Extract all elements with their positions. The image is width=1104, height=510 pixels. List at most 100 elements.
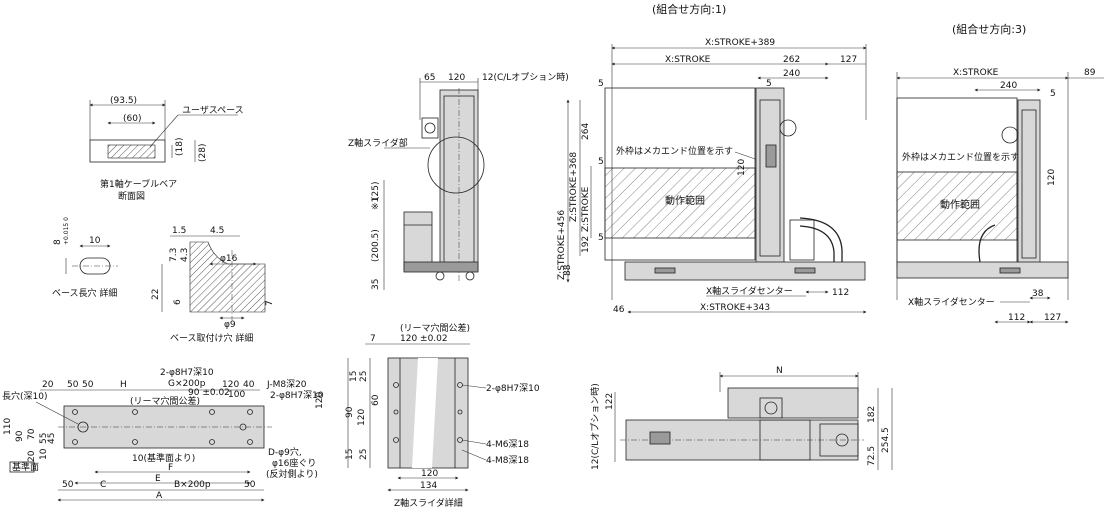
cable-carrier-right (978, 224, 996, 263)
base-hole-caption: ベース取付け穴 詳細 (170, 332, 253, 344)
x-stroke-label: X:STROKE (665, 55, 711, 65)
dim-112-right: 112 (1008, 313, 1025, 323)
dim-5c: 5 (598, 157, 604, 167)
reamer-tol-top: (リーマ穴間公差) (130, 395, 200, 407)
dim-6: 6 (173, 299, 183, 305)
dim-40: 40 (243, 380, 255, 390)
dim-110: 110 (3, 418, 13, 435)
cable-bear-outline (89, 139, 166, 163)
mech-end-note: 外枠はメカエンド位置を示す (616, 145, 733, 157)
dim-4-3: 4.3 (180, 248, 190, 262)
x-axis-base-right (896, 261, 1069, 279)
cable-carrier-front (799, 217, 843, 262)
dim-F: F (168, 463, 173, 473)
dim-120-top: 120 (222, 380, 239, 390)
carriage-top (759, 419, 811, 461)
dim-262: 262 (783, 55, 800, 65)
dim-50a: 50 (67, 380, 79, 390)
base-slot-detail: 10 8 +0.015 0 ベース長穴 詳細 (52, 217, 118, 299)
dim-50d: 50 (244, 480, 256, 490)
dim-20-side: 20 (27, 450, 37, 462)
x-stroke-343: X:STROKE+343 (700, 303, 770, 313)
dim-20: 20 (42, 380, 54, 390)
z-axis-column-right (1017, 99, 1041, 269)
dim-134: 134 (420, 481, 437, 491)
z-stroke-368: Z:STROKE+368 (569, 152, 579, 222)
slot-depth-label: 長穴(深10) (2, 390, 47, 402)
dim-120-side: 120 (315, 392, 325, 409)
dim-88: 88 (563, 264, 573, 276)
counterbore-label: φ16座ぐり (272, 457, 316, 469)
top-view: N 12(C/Lオプション時) 122 182 254.5 72.5 (590, 366, 893, 470)
dim-phi9: φ9 (224, 320, 236, 330)
dim-7-3: 7.3 (169, 248, 179, 262)
z-slider-detail: (リーマ穴間公差) 7 120 ±0.02 15 25 60 90 120 15… (345, 322, 540, 509)
base-top-view: 20 50 50 H 2-φ8H7深10 G×200p (リーマ穴間公差) 90… (2, 367, 325, 502)
dim-70: 70 (27, 428, 37, 440)
dim-7-z: 7 (370, 334, 376, 344)
dim-240: 240 (783, 69, 800, 79)
dim-25a: 25 (359, 371, 369, 382)
base-slot-caption: ベース長穴 詳細 (52, 287, 117, 299)
dim-A: A (156, 491, 163, 501)
dim-5b: 5 (766, 79, 772, 89)
dim-35: 35 (371, 279, 381, 290)
x-stroke-389: X:STROKE+389 (705, 38, 775, 48)
dim-55: 55 (39, 433, 49, 444)
right-view: X:STROKE 89 240 5 動作範囲 外枠はメカエンド位置を示す 120… (896, 68, 1104, 324)
operating-range-hatch (605, 168, 755, 238)
x-axis-base-front (624, 261, 866, 281)
dim-4-5: 4.5 (210, 226, 224, 236)
cl-option-top: 12(C/Lオプション時) (590, 383, 601, 470)
opposite-side-label: (反対側より) (266, 468, 318, 480)
operating-range-hatch-right (897, 172, 1017, 240)
z-slider-label: Z軸スライダ部 (348, 137, 408, 149)
dim-10: 10 (89, 236, 101, 246)
dim-127: 127 (840, 55, 857, 65)
x-slider-center-label: X軸スライダセンター (706, 285, 793, 297)
b-pitch: B×200p (174, 480, 211, 490)
holes-8h7-top: 2-φ8H7深10 (160, 367, 214, 378)
dim-90-z: 90 (345, 406, 355, 418)
z-stroke-label: Z:STROKE (581, 186, 591, 232)
dim-90-side: 90 (15, 430, 25, 442)
dim-15b: 15 (345, 449, 355, 460)
datum-label: 基準面 (12, 461, 39, 473)
dim-7b: 7 (265, 300, 275, 306)
dim-8-tolerance: +0.015 0 (63, 217, 70, 245)
x-stroke-label-right: X:STROKE (953, 68, 999, 78)
dim-254-5: 254.5 (881, 427, 891, 453)
x-base-side (403, 261, 479, 273)
dim-112: 112 (832, 288, 849, 298)
z-axis-column (755, 87, 785, 267)
dim-25: (25) (371, 182, 381, 200)
dim-N: N (776, 366, 783, 376)
dim-18: (18) (175, 138, 185, 156)
dim-120-right: 120 (1047, 169, 1057, 186)
hole-section (189, 241, 266, 313)
operating-range-label-right: 動作範囲 (940, 198, 980, 211)
dim-120-z-v: 120 (357, 409, 367, 426)
z-stroke-456: Z:STROKE+456 (557, 210, 567, 280)
dim-5d: 5 (598, 233, 604, 243)
motor-block (421, 117, 439, 139)
dim-93-5: (93.5) (110, 96, 137, 106)
dim-5a: 5 (598, 79, 604, 89)
dim-28: (28) (198, 144, 208, 162)
dim-182: 182 (867, 406, 877, 423)
dim-38: 38 (1032, 289, 1044, 299)
dim-100: 100 (228, 390, 245, 400)
combo-direction-1-label: (組合せ方向:1) (652, 2, 726, 16)
d-holes-label: D-φ9穴, (268, 446, 302, 458)
front-view: X:STROKE+389 X:STROKE 262 127 240 5 5 動作… (557, 38, 867, 315)
cable-bear-section: (93.5) (60) ユーザスペース (18) (28) 第1軸ケーブルベア … (89, 96, 244, 202)
dim-50b: 50 (82, 380, 94, 390)
dim-200-5: (200.5) (371, 229, 381, 262)
dim-264: 264 (581, 123, 591, 140)
z-axis-side-view: 65 120 12(C/Lオプション時) Z軸スライダ部 (25) ※1 (20… (348, 72, 569, 290)
cable-section-caption-2: 断面図 (118, 190, 145, 202)
operating-range-label: 動作範囲 (665, 194, 705, 207)
dim-phi16: φ16 (220, 254, 238, 264)
user-space-area (107, 144, 156, 159)
